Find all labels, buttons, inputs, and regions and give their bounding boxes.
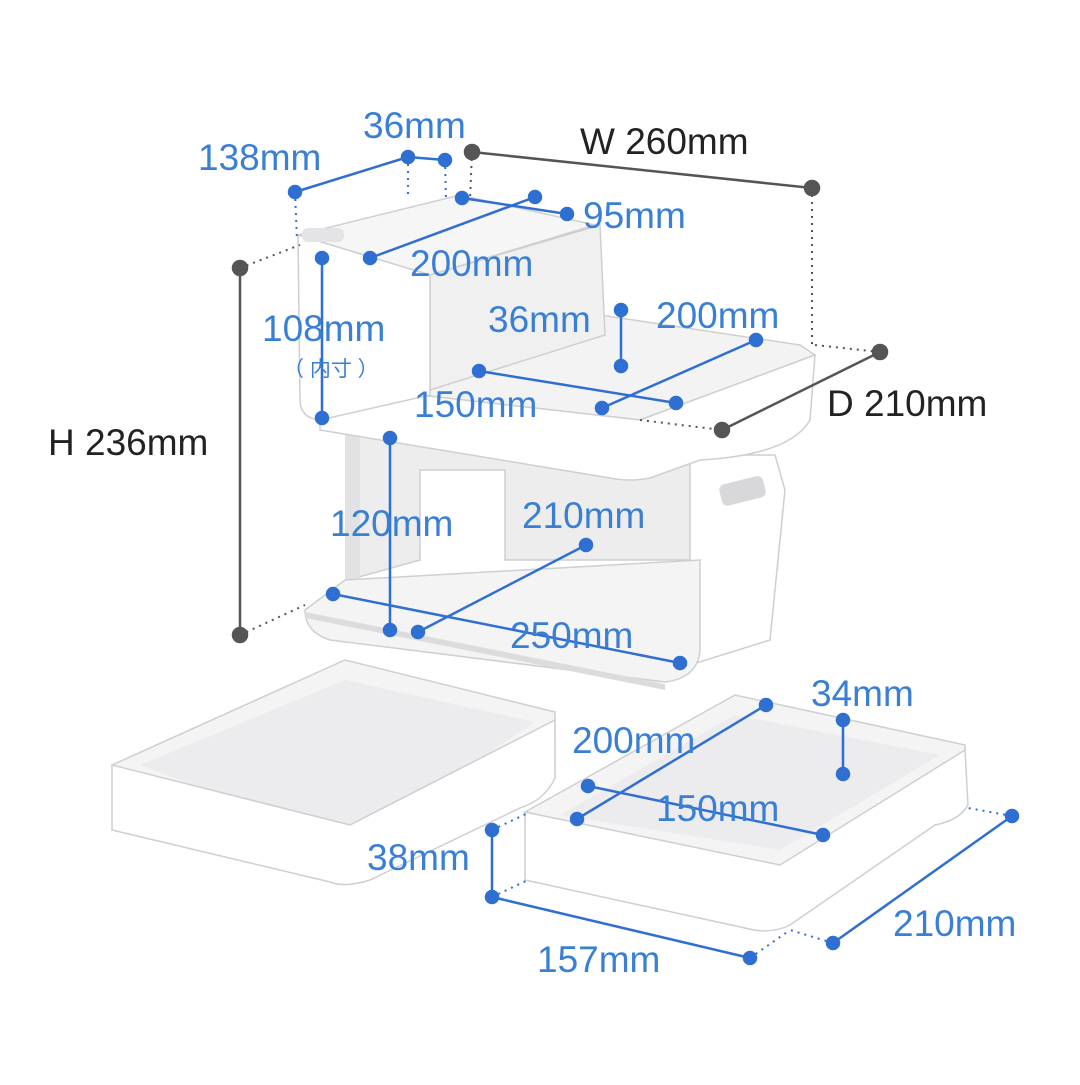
overall-width-label: W 260mm (580, 121, 749, 162)
lower-depth-label: 210mm (522, 495, 646, 536)
top-pocket-depth-label: 138mm (198, 137, 322, 178)
top-holder-front (297, 233, 431, 421)
right-tray-floor (560, 715, 940, 850)
blue-dimension-lines (287, 149, 1020, 966)
middle-tray-width-label: 150mm (414, 384, 538, 425)
top-tray-width-label: 95mm (583, 195, 686, 236)
width-line (471, 150, 813, 190)
right-tray-front (524, 748, 969, 932)
depth-end-back (871, 343, 889, 361)
drawer-outer-height-label: 38mm (367, 837, 470, 878)
middle-tray-front (319, 353, 816, 481)
top-pocket-width-label: 36mm (363, 105, 466, 146)
lower-height-label: 120mm (330, 503, 454, 544)
depth-end-front (713, 421, 731, 439)
overall-extension-lines (239, 151, 881, 636)
stand-handle-hole (719, 476, 766, 506)
tray-height-36-label: 36mm (488, 299, 591, 340)
left-drawer-tray (110, 659, 556, 886)
drawer-outer-width-label: 157mm (537, 939, 661, 980)
drawer-outer-depth-label: 210mm (893, 903, 1017, 944)
pen-slot (302, 228, 344, 242)
drawer-width-label: 150mm (656, 788, 780, 829)
lower-width-label: 250mm (510, 615, 634, 656)
top-holder (295, 194, 606, 421)
left-tray-floor (140, 680, 535, 845)
depth-line (721, 350, 881, 432)
inner-height-note: （ 内寸 ） (283, 358, 379, 381)
stand-base-shelf (304, 559, 701, 683)
middle-tray-depth-label: 200mm (656, 295, 780, 336)
overall-depth-label: D 210mm (827, 383, 988, 424)
drawer-depth-label: 200mm (572, 720, 696, 761)
drawer-height-label: 34mm (811, 673, 914, 714)
inner-height-label: 108mm (262, 308, 386, 349)
top-tray-depth-label: 200mm (410, 243, 534, 284)
overall-height-label: H 236mm (48, 422, 209, 463)
left-tray-front (111, 718, 556, 886)
right-drawer-tray (522, 694, 969, 932)
blue-extension-lines (294, 157, 1013, 959)
stand-left-side (345, 430, 360, 600)
